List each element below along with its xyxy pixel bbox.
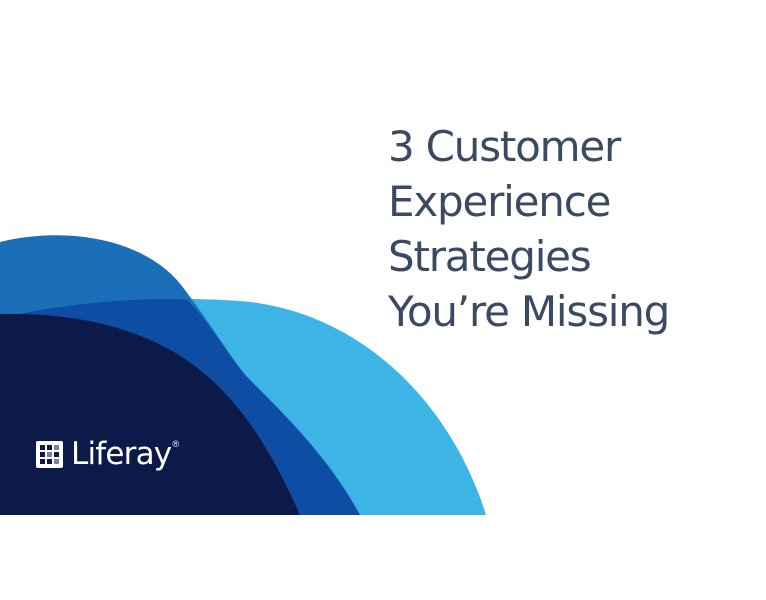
registered-mark: ® — [172, 439, 179, 449]
title-line-2: Experience — [388, 177, 611, 226]
wave-navy — [0, 313, 300, 515]
brand-name: Liferay — [71, 436, 172, 472]
liferay-logo-icon — [36, 440, 63, 468]
title-line-4: You’re Missing — [388, 287, 670, 336]
title-line-3: Strategies — [388, 232, 592, 281]
title-line-1: 3 Customer — [388, 122, 621, 171]
page-title: 3 Customer Experience Strategies You’re … — [388, 119, 748, 339]
brand-logo: Liferay ® — [36, 434, 179, 474]
